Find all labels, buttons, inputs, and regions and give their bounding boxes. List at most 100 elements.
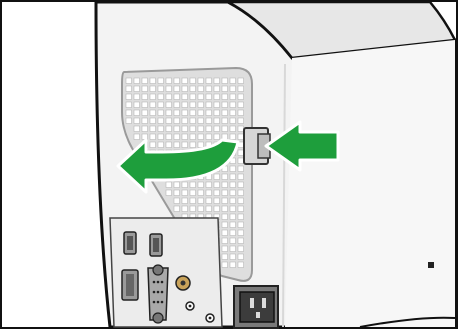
grille-hole — [166, 142, 172, 148]
grille-hole — [238, 182, 244, 188]
power-inlet-icon — [234, 286, 278, 328]
grille-hole — [222, 110, 228, 116]
grille-hole — [166, 134, 172, 140]
grille-hole — [182, 110, 188, 116]
grille-hole — [166, 182, 172, 188]
grille-hole — [142, 110, 148, 116]
grille-hole — [126, 102, 132, 108]
grille-hole — [150, 118, 156, 124]
grille-hole — [238, 134, 244, 140]
grille-hole — [206, 86, 212, 92]
grille-hole — [198, 110, 204, 116]
grille-hole — [198, 190, 204, 196]
grille-hole — [222, 222, 228, 228]
grille-hole — [238, 174, 244, 180]
grille-hole — [198, 126, 204, 132]
grille-hole — [230, 246, 236, 252]
grille-hole — [182, 142, 188, 148]
grille-hole — [206, 102, 212, 108]
grille-hole — [238, 126, 244, 132]
grille-hole — [198, 118, 204, 124]
grille-hole — [230, 110, 236, 116]
grille-hole — [150, 86, 156, 92]
grille-hole — [238, 190, 244, 196]
grille-hole — [214, 182, 220, 188]
grille-hole — [198, 182, 204, 188]
grille-hole — [230, 86, 236, 92]
grille-hole — [174, 126, 180, 132]
grille-hole — [134, 102, 140, 108]
grille-hole — [150, 134, 156, 140]
grille-hole — [222, 102, 228, 108]
grille-hole — [198, 78, 204, 84]
grille-hole — [214, 198, 220, 204]
grille-hole — [230, 102, 236, 108]
projector-front-face — [285, 40, 455, 327]
grille-hole — [238, 198, 244, 204]
grille-hole — [142, 102, 148, 108]
grille-hole — [238, 262, 244, 268]
grille-hole — [174, 78, 180, 84]
grille-hole — [230, 262, 236, 268]
hdmi-port-icon-2 — [150, 234, 162, 256]
grille-hole — [214, 78, 220, 84]
grille-hole — [230, 166, 236, 172]
grille-hole — [134, 134, 140, 140]
grille-hole — [230, 206, 236, 212]
grille-hole — [230, 78, 236, 84]
grille-hole — [182, 94, 188, 100]
grille-hole — [126, 110, 132, 116]
grille-hole — [238, 254, 244, 260]
grille-hole — [206, 198, 212, 204]
grille-hole — [158, 118, 164, 124]
grille-hole — [158, 142, 164, 148]
grille-hole — [238, 110, 244, 116]
grille-hole — [166, 190, 172, 196]
grille-hole — [190, 102, 196, 108]
grille-hole — [238, 206, 244, 212]
grille-hole — [182, 206, 188, 212]
grille-hole — [198, 134, 204, 140]
grille-hole — [222, 118, 228, 124]
grille-hole — [142, 126, 148, 132]
grille-hole — [238, 166, 244, 172]
grille-hole — [230, 118, 236, 124]
grille-hole — [206, 118, 212, 124]
grille-hole — [238, 222, 244, 228]
grille-hole — [214, 174, 220, 180]
grille-hole — [158, 86, 164, 92]
grille-hole — [150, 142, 156, 148]
grille-hole — [126, 118, 132, 124]
grille-hole — [126, 86, 132, 92]
grille-hole — [230, 198, 236, 204]
grille-hole — [230, 126, 236, 132]
grille-hole — [230, 254, 236, 260]
grille-hole — [150, 78, 156, 84]
grille-hole — [134, 118, 140, 124]
grille-hole — [190, 198, 196, 204]
grille-hole — [174, 198, 180, 204]
grille-hole — [238, 118, 244, 124]
grille-hole — [190, 142, 196, 148]
grille-hole — [174, 86, 180, 92]
grille-hole — [166, 86, 172, 92]
grille-hole — [182, 102, 188, 108]
grille-hole — [174, 134, 180, 140]
grille-hole — [182, 134, 188, 140]
grille-hole — [206, 134, 212, 140]
grille-hole — [158, 94, 164, 100]
grille-hole — [198, 94, 204, 100]
grille-hole — [222, 246, 228, 252]
grille-hole — [166, 78, 172, 84]
grille-hole — [222, 206, 228, 212]
grille-hole — [222, 174, 228, 180]
grille-hole — [142, 78, 148, 84]
grille-hole — [190, 110, 196, 116]
grille-hole — [222, 198, 228, 204]
grille-hole — [142, 118, 148, 124]
grille-hole — [214, 126, 220, 132]
grille-hole — [190, 126, 196, 132]
grille-hole — [230, 214, 236, 220]
audio-jack-icon — [186, 302, 194, 310]
